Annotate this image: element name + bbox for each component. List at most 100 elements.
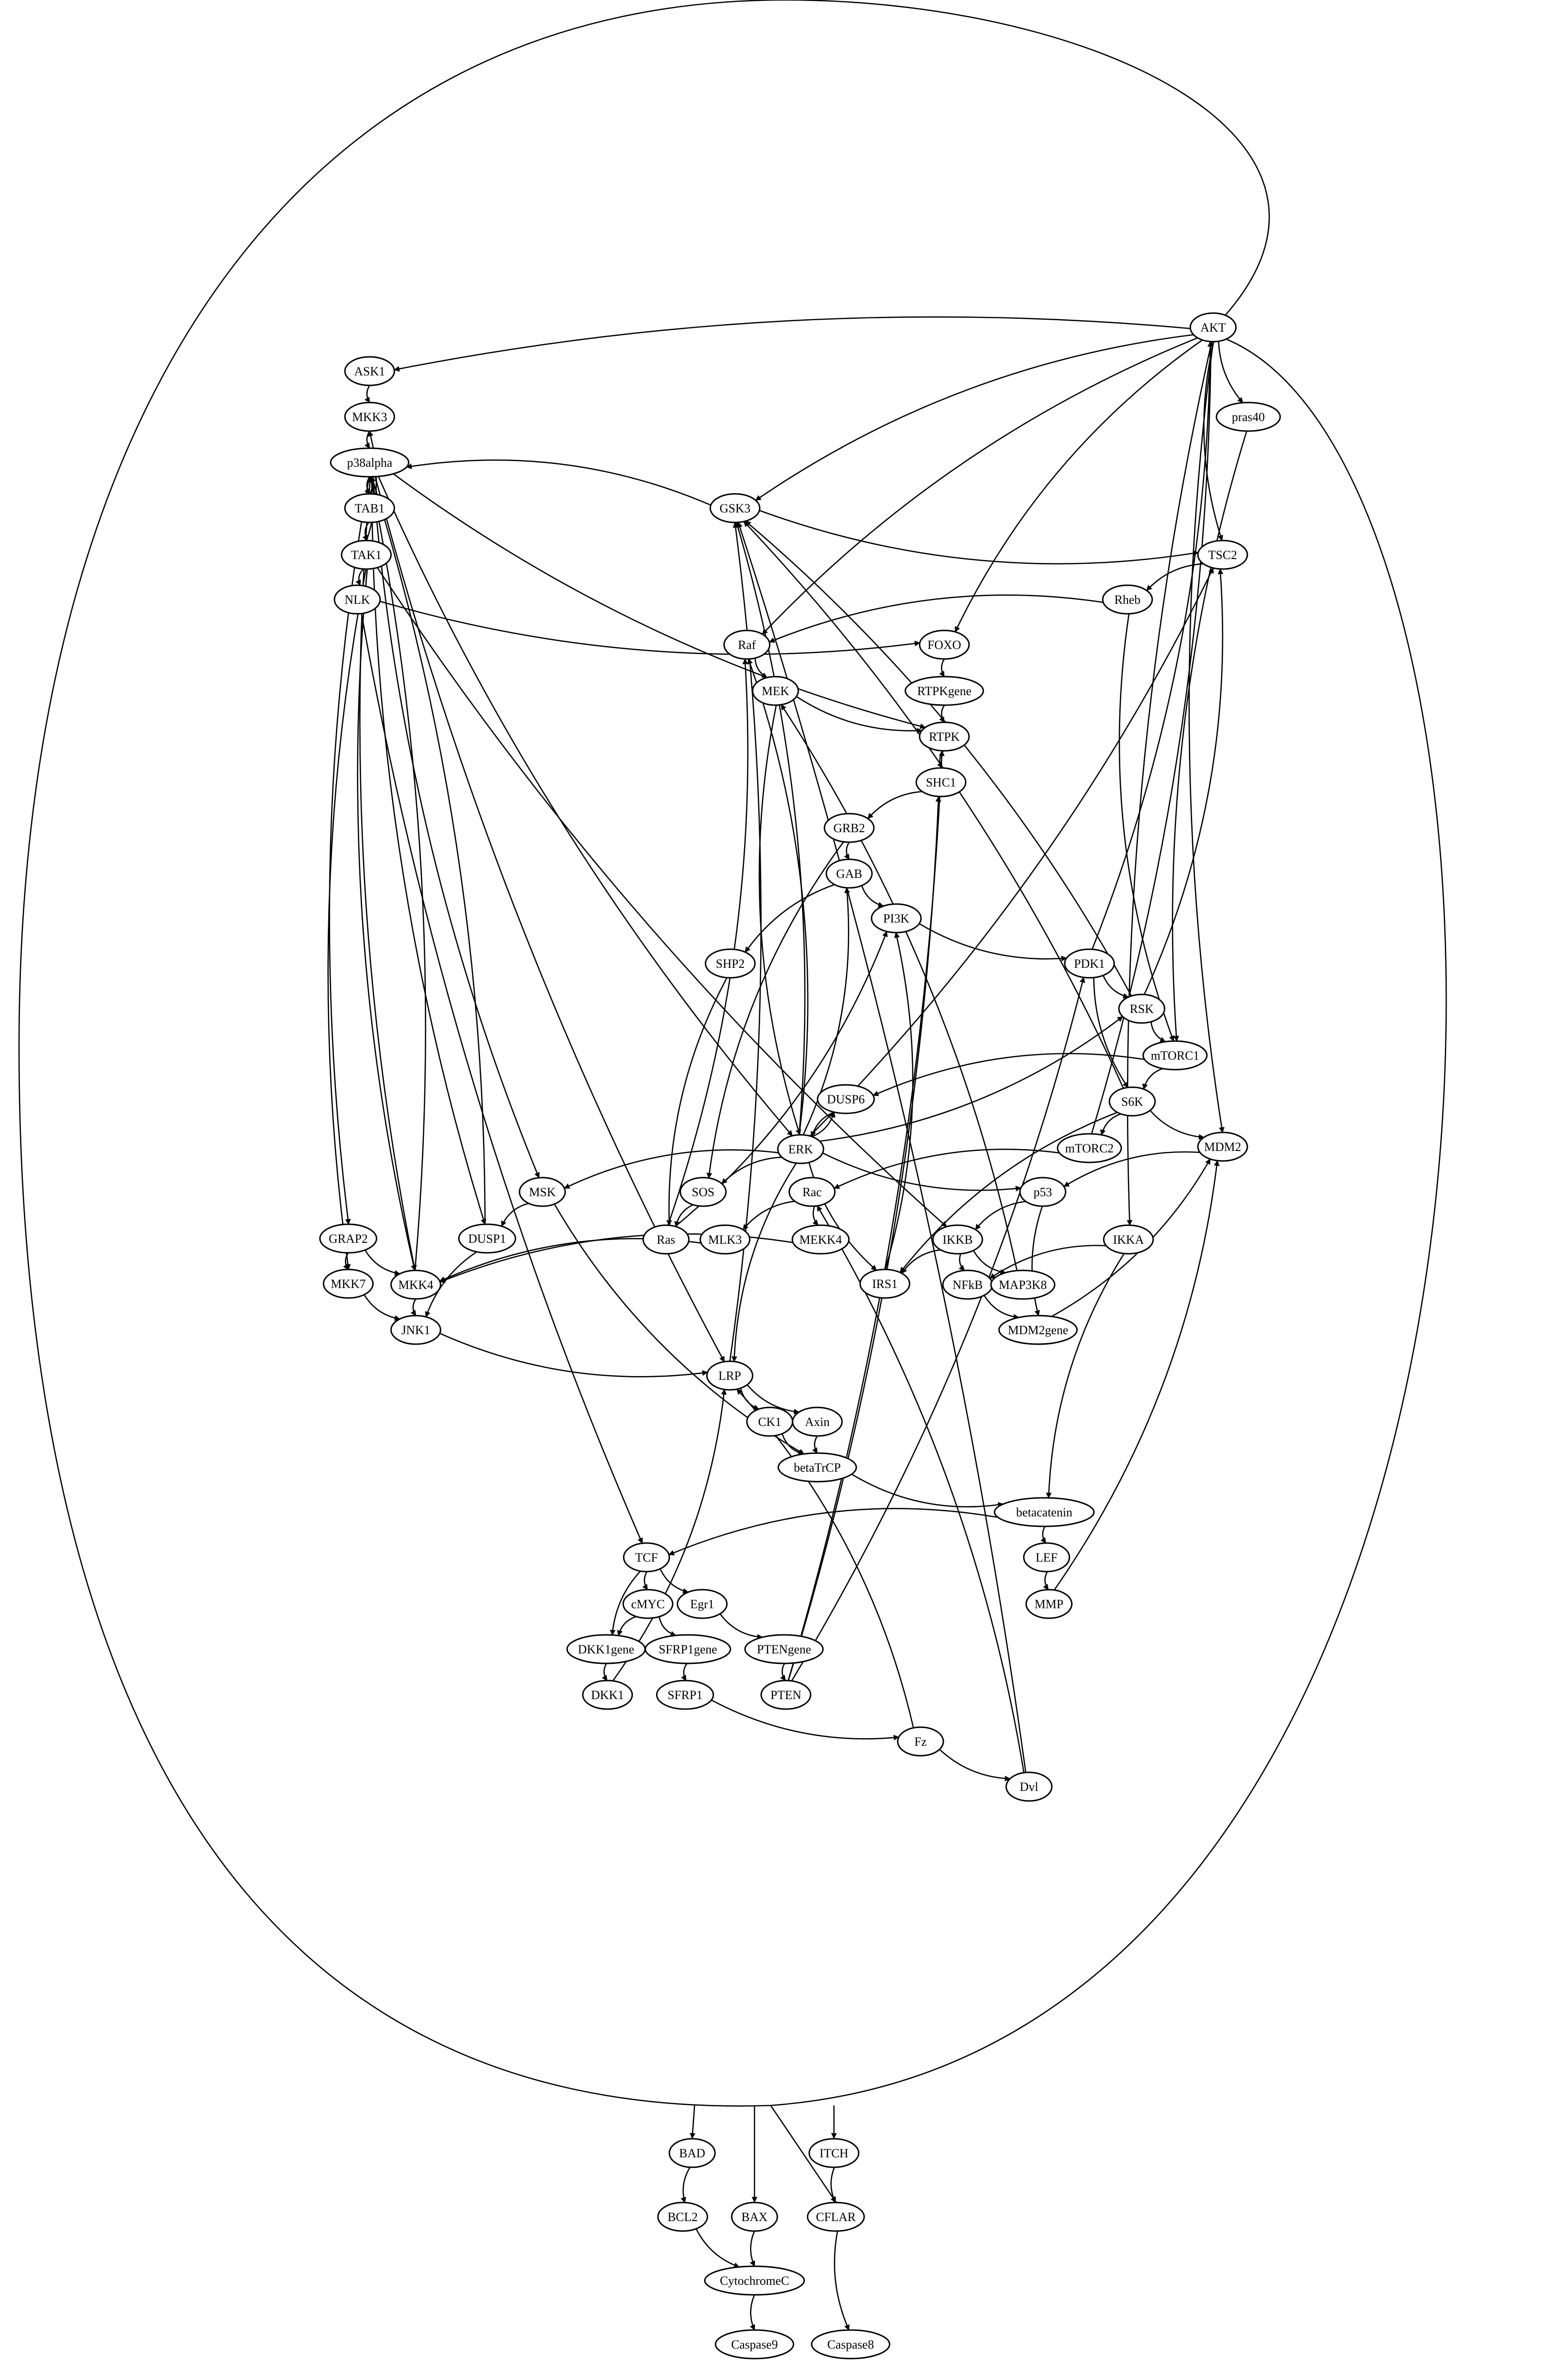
edge-s6k-mdm2 xyxy=(1149,1110,1205,1140)
edge-jnk1-lrp xyxy=(439,1333,708,1377)
node-pras40: pras40 xyxy=(1215,402,1281,432)
edge-mek-rtpk xyxy=(796,696,923,734)
edge-lef-mmp xyxy=(1043,1571,1049,1590)
node-label-sfrp1: SFRP1 xyxy=(667,1688,703,1702)
edge-bad-bcl2 xyxy=(680,2167,691,2203)
edge-ck1-betatrcp xyxy=(781,1433,804,1455)
edge-dusp6-erk xyxy=(810,1111,834,1138)
node-mdm2: MDM2 xyxy=(1197,1131,1248,1162)
node-label-sfrp1gene: SFRP1gene xyxy=(659,1642,717,1656)
node-tab1: TAB1 xyxy=(344,493,395,523)
node-pten: PTEN xyxy=(760,1680,812,1710)
node-dusp6: DUSP6 xyxy=(817,1084,875,1114)
edge-mdm2-p53 xyxy=(1063,1151,1200,1187)
edge-akt-cflar xyxy=(770,2105,837,2203)
edge-gab-pi3k xyxy=(861,885,884,908)
node-irs1: IRS1 xyxy=(859,1269,911,1299)
node-erk: ERK xyxy=(777,1134,824,1164)
edge-akt-ask1 xyxy=(393,316,1191,372)
node-label-rtpk: RTPK xyxy=(929,730,960,744)
node-label-cmyc: cMYC xyxy=(631,1597,665,1611)
edge-mtorc1-s6k xyxy=(1142,1068,1163,1090)
edge-sos-ras xyxy=(674,1204,694,1228)
node-cmyc: cMYC xyxy=(622,1589,674,1619)
edge-ptengene-pten xyxy=(780,1663,786,1681)
edge-tcf-dkk1gene xyxy=(609,1571,641,1636)
node-label-ask1: ASK1 xyxy=(354,364,385,378)
node-pdk1: PDK1 xyxy=(1064,948,1115,979)
edge-dusp1-jnk1 xyxy=(425,1251,477,1318)
node-label-erk: ERK xyxy=(788,1142,813,1156)
edge-grap2-mkk4 xyxy=(364,1249,401,1276)
edge-itch-cflar xyxy=(830,2167,836,2203)
edge-dkk1gene-dkk1 xyxy=(602,1663,608,1681)
edge-ask1-mkk3 xyxy=(364,385,371,403)
node-label-dusp1: DUSP1 xyxy=(468,1232,506,1246)
node-label-lrp: LRP xyxy=(718,1369,741,1383)
edge-akt-raf xyxy=(762,337,1198,635)
node-label-ikkb: IKKB xyxy=(942,1233,973,1247)
edge-cmyc-dkk1gene xyxy=(617,1616,637,1636)
edge-pdk1-akt xyxy=(1091,341,1214,950)
node-label-tcf: TCF xyxy=(635,1551,658,1564)
edge-tak1-ikkb xyxy=(377,567,947,1228)
node-mekk4: MEKK4 xyxy=(792,1224,850,1255)
node-label-grap2: GRAP2 xyxy=(329,1232,368,1246)
node-dvl: Dvl xyxy=(1005,1771,1053,1802)
edge-egr1-ptengene xyxy=(719,1613,763,1640)
node-label-mdm2: MDM2 xyxy=(1204,1140,1241,1154)
edge-lrp-axin xyxy=(746,1384,800,1415)
node-s6k: S6K xyxy=(1108,1086,1156,1117)
edge-betacatenin-tcf xyxy=(668,1508,999,1555)
edge-akt-foxo xyxy=(954,339,1203,633)
node-ptengene: PTENgene xyxy=(744,1634,824,1664)
edge-grap2-mkk7 xyxy=(343,1252,349,1270)
edge-pdk1-s6k xyxy=(1093,977,1128,1088)
edge-nlk-tcf xyxy=(361,613,643,1544)
edge-sfrp1gene-sfrp1 xyxy=(681,1663,688,1682)
node-label-ras: Ras xyxy=(657,1233,676,1247)
node-label-ck1: CK1 xyxy=(758,1415,781,1429)
node-label-mkk4: MKK4 xyxy=(398,1278,433,1292)
edge-ikkb-nfkb xyxy=(959,1253,965,1271)
node-label-p38alpha: p38alpha xyxy=(347,456,392,470)
node-nfkb: NFkB xyxy=(942,1269,993,1300)
node-ikka: IKKA xyxy=(1103,1224,1154,1255)
node-label-irs1: IRS1 xyxy=(872,1277,897,1291)
node-dkk1: DKK1 xyxy=(582,1680,633,1710)
node-ask1: ASK1 xyxy=(344,356,395,386)
node-label-mdm2gene: MDM2gene xyxy=(1008,1323,1068,1337)
node-label-nlk: NLK xyxy=(344,593,370,607)
node-label-rac: Rac xyxy=(803,1185,822,1199)
edge-akt-outer-loop xyxy=(18,0,1447,2107)
node-shc1: SHC1 xyxy=(915,767,967,797)
node-tsc2: TSC2 xyxy=(1197,540,1248,570)
node-rac: Rac xyxy=(788,1177,836,1207)
node-label-shc1: SHC1 xyxy=(926,776,956,789)
node-label-map3k8: MAP3K8 xyxy=(999,1278,1047,1292)
edge-mmp-mdm2 xyxy=(1054,1160,1220,1591)
node-label-betacatenin: betacatenin xyxy=(1016,1505,1072,1519)
edge-nlk-foxo xyxy=(380,600,921,655)
node-label-s6k: S6K xyxy=(1121,1095,1143,1109)
edge-akt-gsk3 xyxy=(755,334,1194,501)
node-cytochromec: CytochromeC xyxy=(704,2265,805,2296)
node-jnk1: JNK1 xyxy=(390,1315,441,1345)
edge-p53-mdm2gene xyxy=(1031,1206,1043,1317)
node-label-rsk: RSK xyxy=(1130,1002,1154,1016)
node-label-bax: BAX xyxy=(742,2210,768,2224)
node-tak1: TAK1 xyxy=(341,540,392,570)
node-bcl2: BCL2 xyxy=(657,2202,708,2232)
edge-mkk7-jnk1 xyxy=(363,1294,401,1321)
node-label-caspase9: Caspase9 xyxy=(731,2338,778,2351)
node-label-raf: Raf xyxy=(738,638,756,652)
node-caspase9: Caspase9 xyxy=(715,2329,794,2360)
node-label-mkk7: MKK7 xyxy=(331,1277,366,1291)
edge-rac-mekk4 xyxy=(812,1206,819,1226)
node-label-caspase8: Caspase8 xyxy=(827,2338,874,2351)
edge-erk-gab xyxy=(803,887,850,1135)
node-label-sos: SOS xyxy=(692,1185,715,1199)
edge-p38alpha-erk xyxy=(378,476,793,1137)
edge-erk-dusp6 xyxy=(812,1111,836,1138)
node-label-rtpkgene: RTPKgene xyxy=(917,684,971,698)
